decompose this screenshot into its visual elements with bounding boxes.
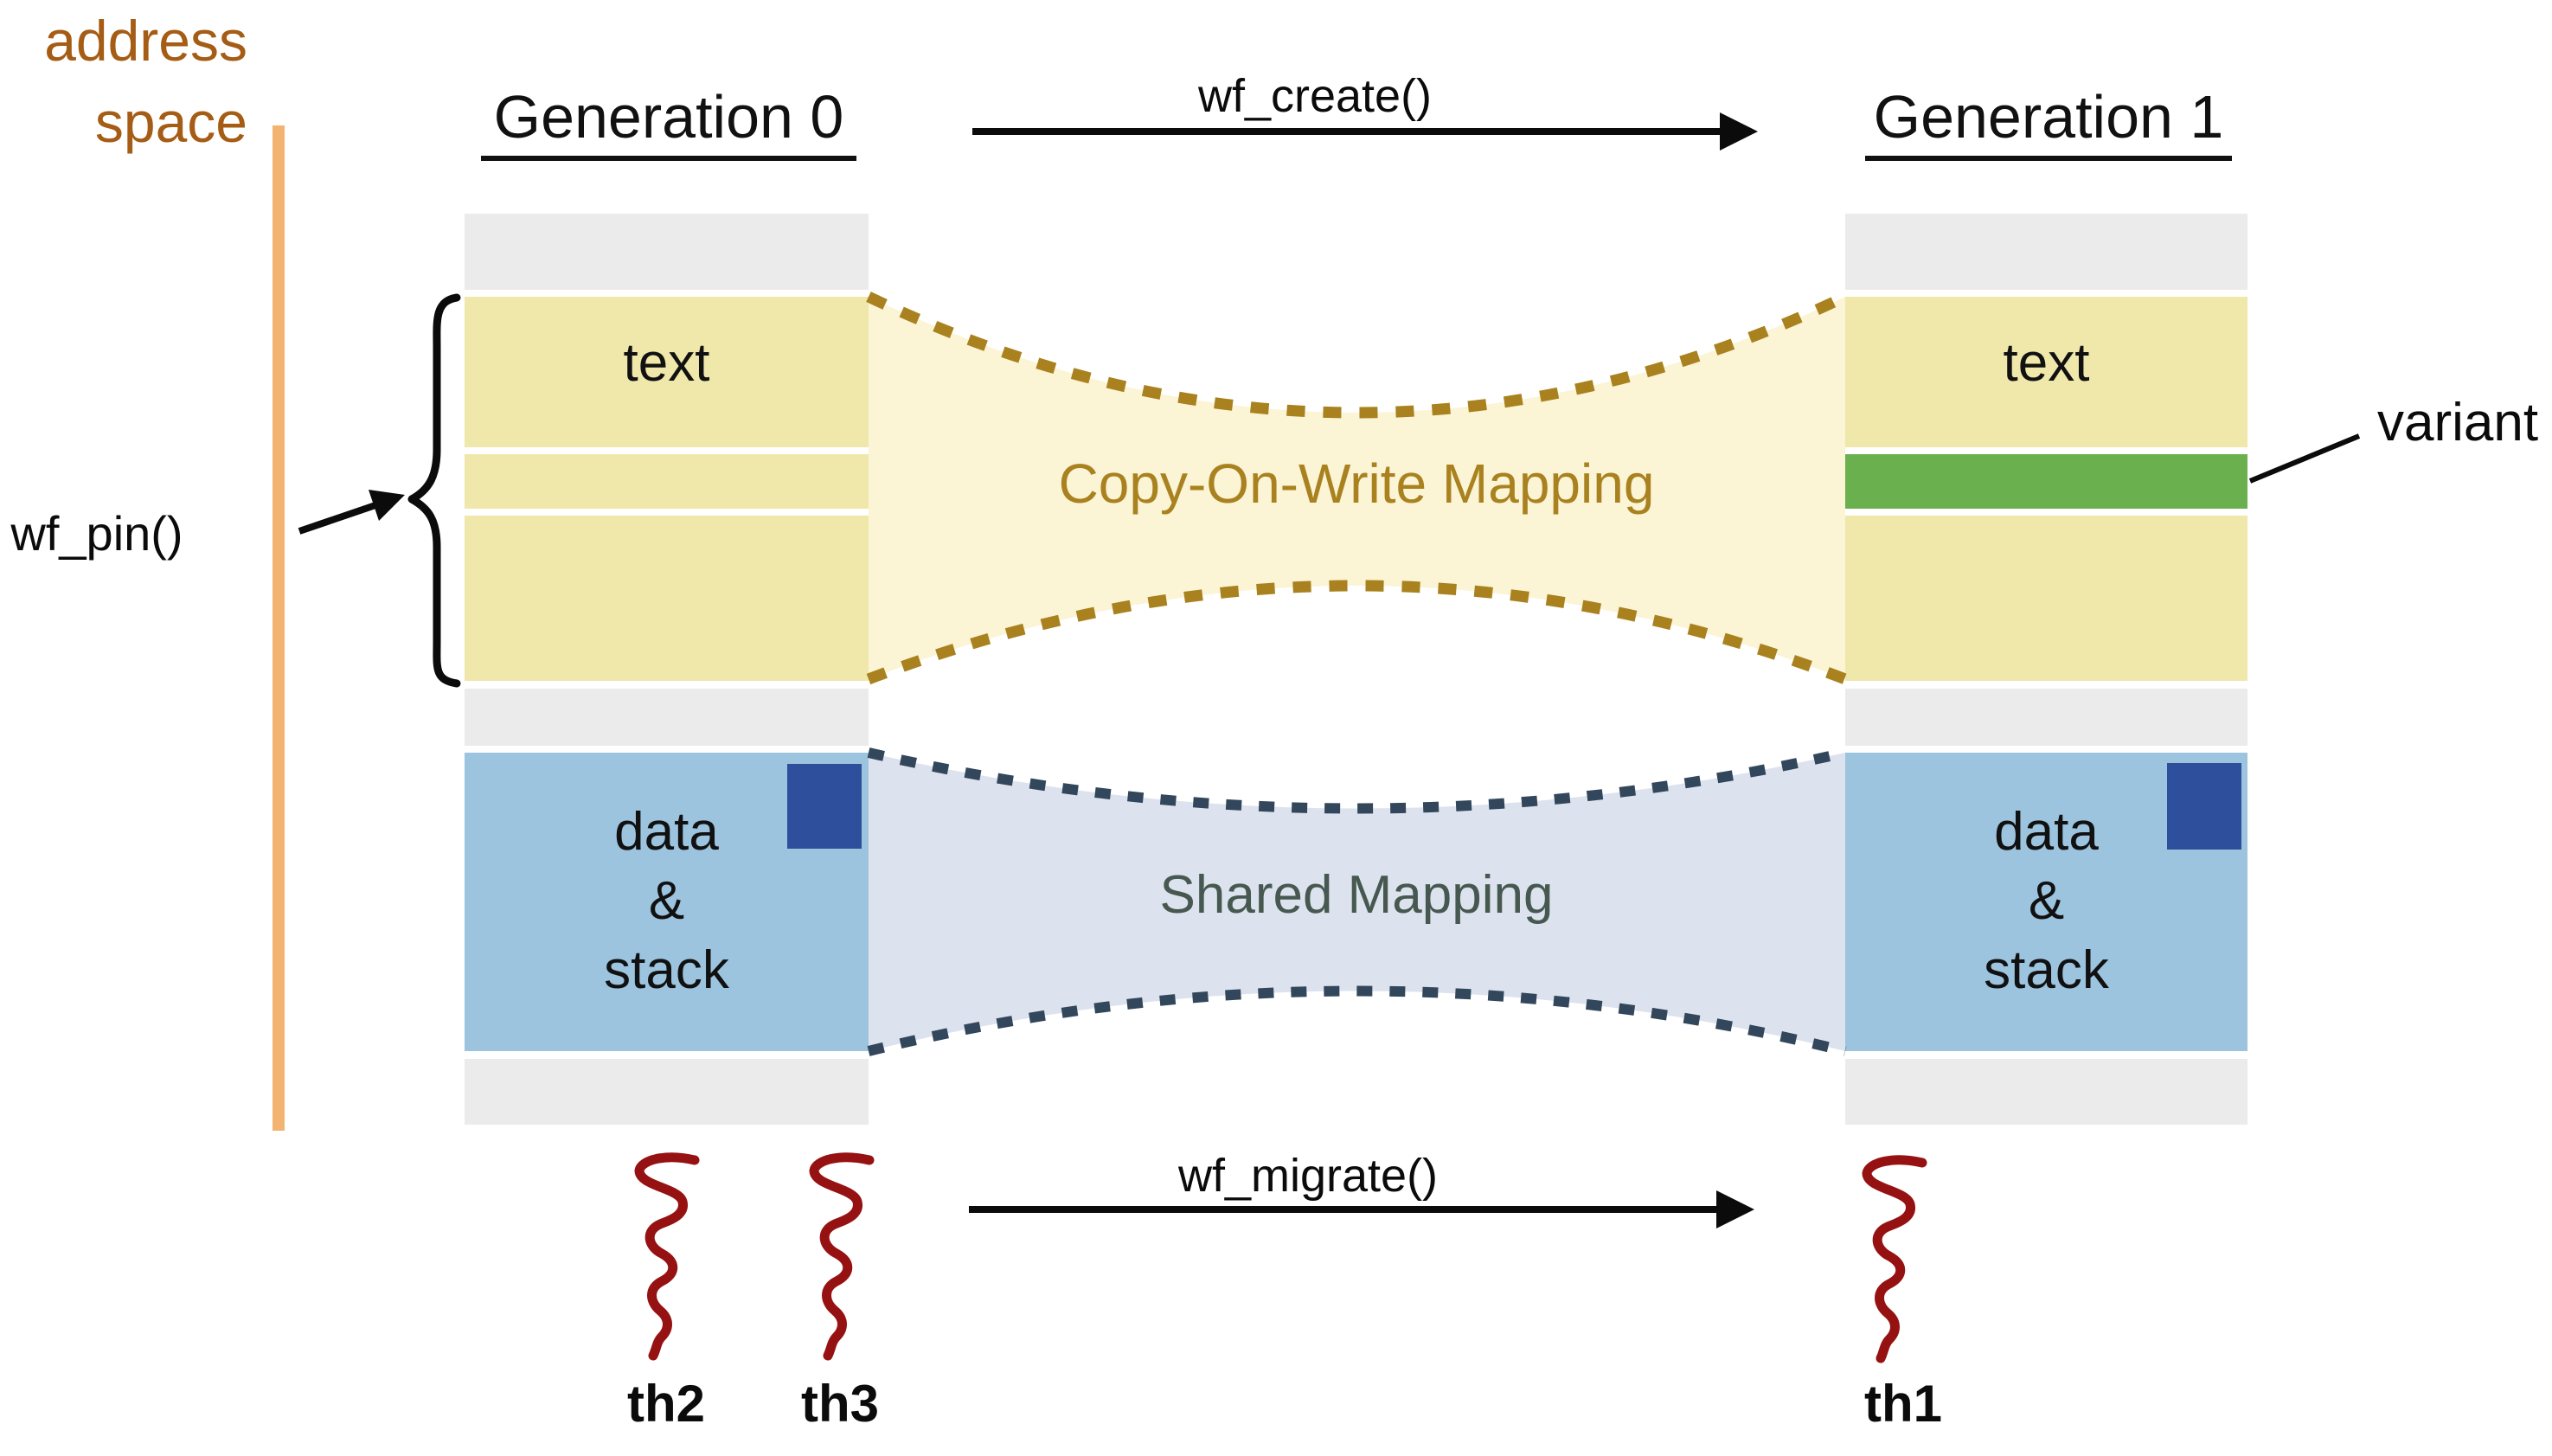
gen0-pinned-page-square — [787, 764, 862, 849]
gen1-stack-label-line: stack — [1984, 940, 2109, 1000]
gen1-text-segment — [1845, 297, 2247, 447]
variant-label: variant — [2377, 393, 2539, 452]
gen0-text-segment — [465, 297, 869, 447]
gen0-stack-label-line: stack — [604, 940, 729, 1000]
cow-mapping-top-dashed-border — [866, 292, 1848, 419]
shared-mapping-top-dashed-border — [867, 747, 1847, 814]
gen1-guard-segment-middle — [1845, 689, 2247, 746]
gen0-text-segment-lower — [465, 516, 869, 681]
thread-label-th2: th2 — [627, 1375, 705, 1433]
cow-mapping-bottom-dashed-border — [866, 580, 1848, 685]
pinned-range-brace — [407, 293, 461, 688]
gen1-amp-label-line: & — [2028, 871, 2065, 931]
gen1-guard-segment-bottom — [1845, 1059, 2247, 1125]
wf-pin-arrow-head — [369, 490, 405, 521]
gen0-data-label-line: data — [614, 802, 719, 862]
gen1-pinned-page-square — [2167, 763, 2241, 850]
thread-squiggle-th2 — [639, 1158, 695, 1356]
gen1-data-label-line: data — [1994, 802, 2099, 862]
gen0-data-stack-label: data & stack — [465, 798, 869, 1005]
gen0-text-segment-band — [465, 454, 869, 509]
gen1-text-segment-lower — [1845, 516, 2247, 681]
wf-pin-arrow-line — [298, 502, 377, 535]
thread-label-th3: th3 — [801, 1375, 879, 1433]
address-space-axis-bar — [273, 125, 285, 1131]
wf-create-arrow-head — [1720, 112, 1758, 151]
gen0-guard-segment-top — [465, 214, 869, 290]
address-space-label-line2: space — [94, 90, 247, 154]
variant-callout-line — [2248, 433, 2361, 484]
thread-squiggle-th3 — [814, 1158, 869, 1356]
generation-0-heading: Generation 0 — [481, 83, 856, 161]
cow-mapping-label: Copy-On-Write Mapping — [1058, 452, 1655, 515]
gen1-data-stack-label: data & stack — [1845, 798, 2247, 1005]
shared-mapping-bottom-dashed-border — [867, 985, 1847, 1056]
address-space-label: address space — [0, 0, 247, 163]
thread-squiggle-th1 — [1867, 1160, 1922, 1358]
gen0-guard-segment-middle — [465, 689, 869, 746]
wf-create-label: wf_create() — [1197, 70, 1433, 122]
gen0-amp-label-line: & — [648, 871, 685, 931]
shared-mapping-label: Shared Mapping — [1159, 865, 1554, 925]
thread-label-th1: th1 — [1864, 1375, 1942, 1433]
gen0-guard-segment-bottom — [465, 1059, 869, 1125]
wf-migrate-arrow-head — [1716, 1190, 1754, 1228]
gen1-guard-segment-top — [1845, 214, 2247, 290]
wf-migrate-label: wf_migrate() — [1177, 1150, 1439, 1202]
gen1-text-segment-label: text — [2003, 333, 2090, 393]
gen1-variant-segment — [1845, 454, 2247, 509]
gen0-text-segment-label: text — [623, 333, 710, 393]
generation-1-heading: Generation 1 — [1865, 83, 2232, 161]
address-space-label-line1: address — [44, 9, 247, 73]
wf-pin-label: wf_pin() — [10, 506, 183, 561]
